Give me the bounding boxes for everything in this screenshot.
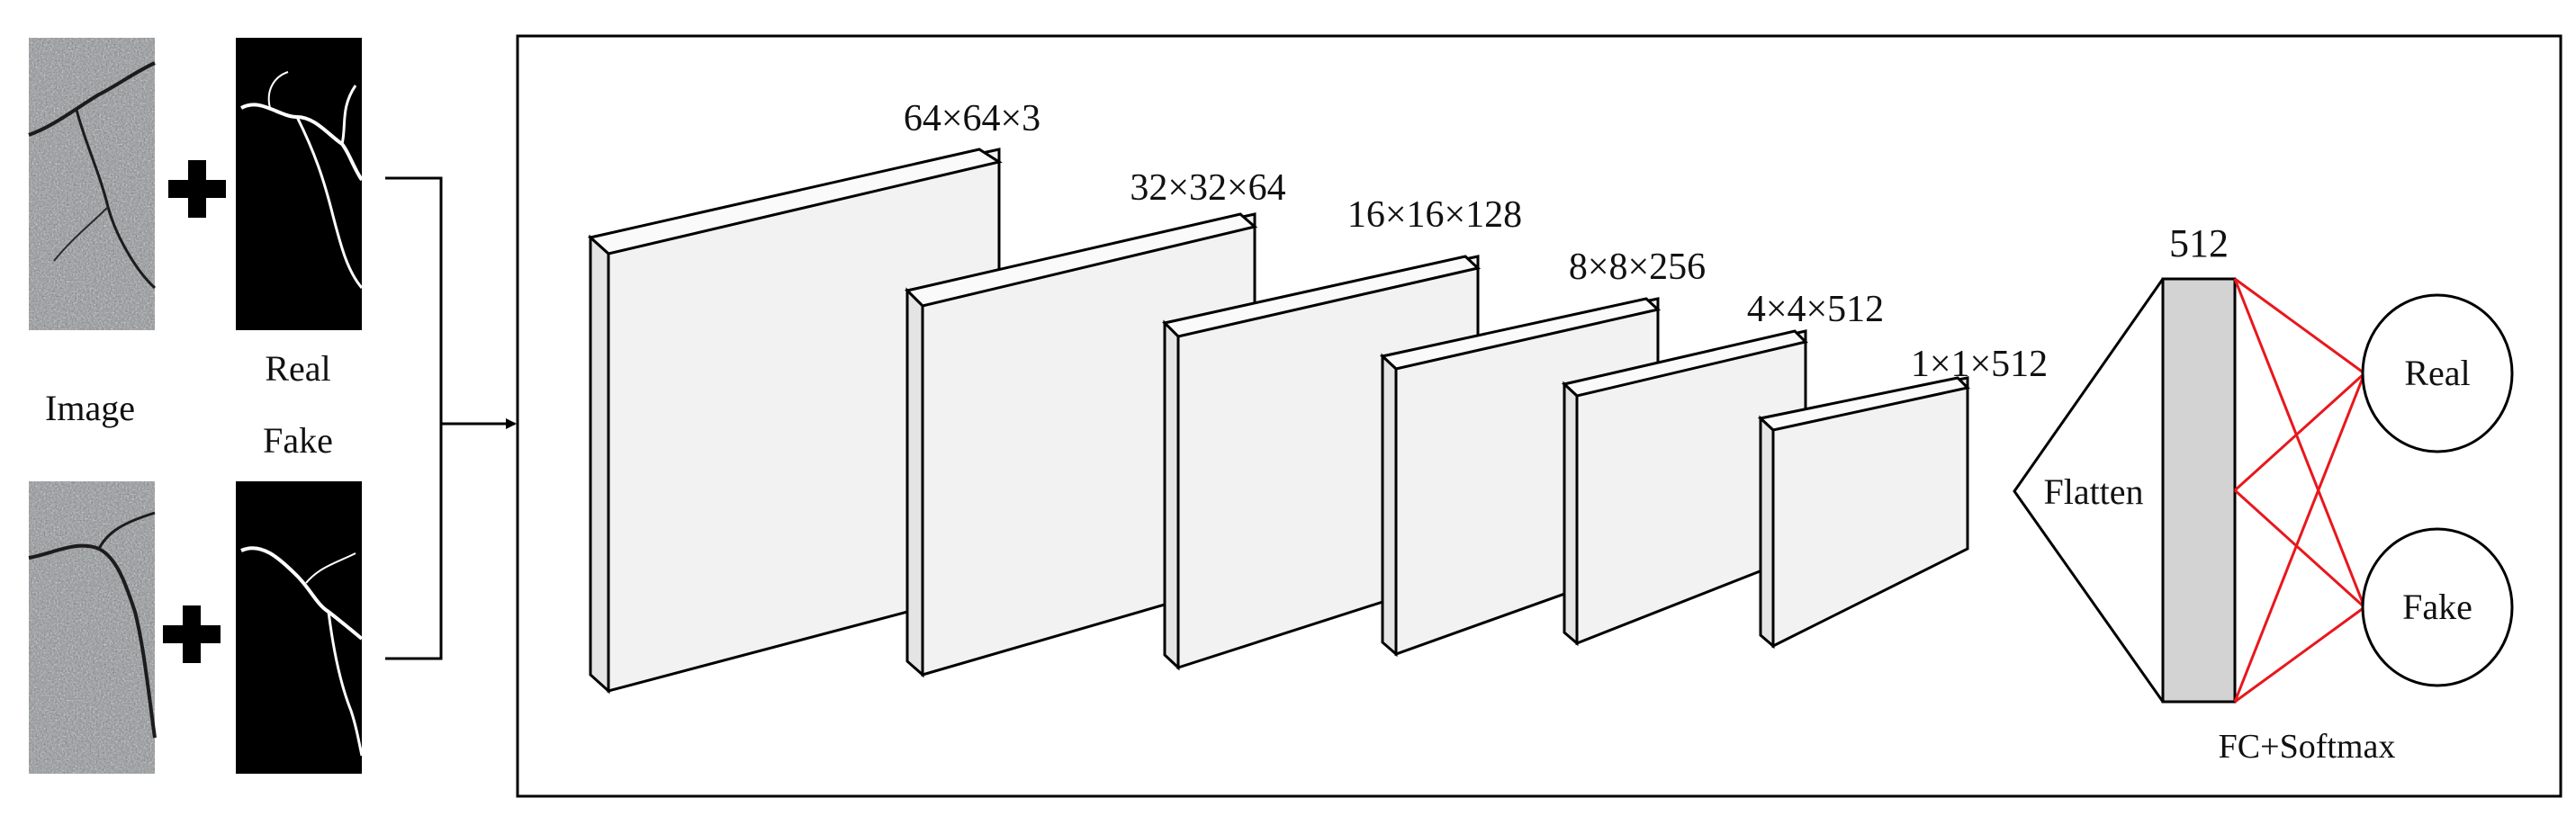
- output-node-real: [2361, 293, 2514, 453]
- output-real-label: Real: [2404, 353, 2470, 393]
- real-input-label: Real: [265, 348, 330, 389]
- crack-mask-top: [236, 38, 364, 330]
- output-fake-label: Fake: [2402, 587, 2472, 627]
- fc-softmax-label: FC+Softmax: [2219, 728, 2396, 766]
- flatten-label: Flatten: [2043, 471, 2143, 512]
- fc-layer-bar: [2161, 277, 2237, 704]
- fc-connections: [2233, 277, 2366, 704]
- layer-dims-label: 1×1×512: [1911, 344, 2048, 385]
- discriminator-frame: [516, 34, 2562, 798]
- fc-size-label: 512: [2169, 221, 2229, 265]
- layer-dims-label: 64×64×3: [904, 98, 1040, 139]
- input-bracket: [385, 176, 443, 660]
- plus-icon: [163, 605, 221, 663]
- layer-dims-label: 16×16×128: [1347, 194, 1522, 236]
- layer-dims-label: 4×4×512: [1747, 289, 1884, 330]
- layer-block-5: [1561, 329, 1808, 647]
- output-node-fake: [2361, 527, 2514, 687]
- layer-dims-label: 8×8×256: [1569, 247, 1706, 288]
- flatten-shape: [2013, 278, 2165, 703]
- pavement-image-top: [28, 38, 157, 330]
- layer-block-6: [1757, 376, 1971, 650]
- crack-mask-bottom: [236, 481, 364, 774]
- image-label: Image: [45, 388, 135, 428]
- plus-icon: [168, 160, 226, 218]
- fake-input-label: Fake: [263, 420, 333, 461]
- pavement-image-bottom: [28, 481, 157, 774]
- layer-dims-label: 32×32×64: [1130, 167, 1285, 209]
